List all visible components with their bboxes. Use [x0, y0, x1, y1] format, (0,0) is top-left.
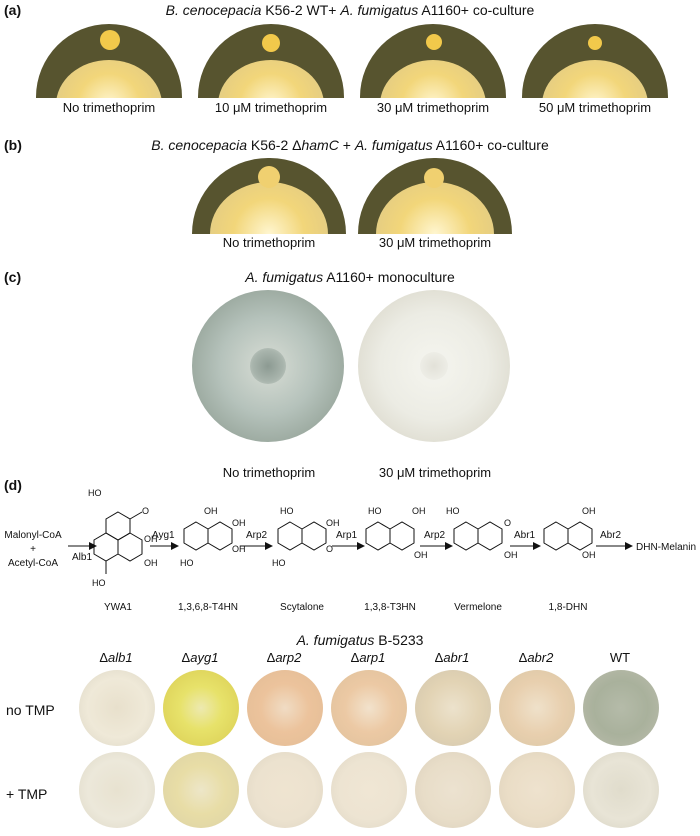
enzyme-ayg1: Ayg1 [152, 530, 175, 541]
compound-t3hn: 1,3,8-T3HN [364, 602, 416, 613]
structure-scytalone [277, 521, 327, 551]
plate-arp2-tmp [247, 752, 323, 828]
enzyme-arp2-b: Arp2 [424, 530, 446, 541]
coculture-plate-a4 [522, 24, 668, 98]
coculture-plate-b2 [358, 158, 512, 234]
genotype-ayg1: Δayg1 [181, 650, 219, 665]
plate-wt-no-tmp [583, 670, 659, 746]
plate-abr2-tmp [499, 752, 575, 828]
plate-arp2-no-tmp [247, 670, 323, 746]
plate-alb1-no-tmp [79, 670, 155, 746]
enzyme-abr1: Abr1 [514, 530, 536, 541]
caption-a1: No trimethoprim [62, 100, 156, 115]
genotype-arp2: Δarp2 [266, 650, 302, 665]
atom-label: OH [204, 506, 218, 516]
compound-scytalone: Scytalone [280, 602, 324, 613]
panel-d-strain-title: A. fumigatus B-5233 [296, 632, 424, 648]
plate-alb1-tmp [79, 752, 155, 828]
atom-label: HO [368, 506, 382, 516]
structure-ywa1 [93, 511, 143, 574]
atom-label: OH [582, 550, 596, 560]
structure-vermelone [453, 521, 503, 551]
atom-label: OH [232, 544, 246, 554]
substrates: Malonyl-CoA + Acetyl-CoA [4, 530, 62, 569]
monoculture-plate-c2 [358, 290, 510, 442]
atom-label: HO [446, 506, 460, 516]
atom-label: HO [280, 506, 294, 516]
atom-label: O [504, 518, 511, 528]
atom-label: HO [88, 488, 102, 498]
enzyme-arp2: Arp2 [246, 530, 268, 541]
caption-a3: 30 μM trimethoprim [376, 100, 490, 115]
atom-label: OH [144, 558, 158, 568]
caption-b2: 30 μM trimethoprim [378, 235, 492, 250]
atom-label: OH [504, 550, 518, 560]
atom-label: HO [92, 578, 106, 588]
enzyme-abr2: Abr2 [600, 530, 622, 541]
structure-t4hn [183, 521, 233, 551]
structure-dhn [543, 521, 593, 551]
enzyme-arp1: Arp1 [336, 530, 358, 541]
plate-wt-tmp [583, 752, 659, 828]
plate-ayg1-tmp [163, 752, 239, 828]
genotype-arp1: Δarp1 [350, 650, 386, 665]
plate-abr2-no-tmp [499, 670, 575, 746]
compound-dhn: 1,8-DHN [549, 602, 588, 613]
product-dhn-melanin: DHN-Melanin [636, 542, 696, 553]
row-label-tmp: + TMP [6, 786, 48, 802]
caption-a2: 10 μM trimethoprim [214, 100, 328, 115]
panel-a-title: B. cenocepacia K56-2 WT+ A. fumigatus A1… [165, 2, 535, 18]
atom-label: OH [582, 506, 596, 516]
caption-b1: No trimethoprim [222, 235, 316, 250]
coculture-plate-a1 [36, 24, 182, 98]
atom-label: OH [144, 534, 158, 544]
caption-c1: No trimethoprim [222, 465, 316, 480]
structure-t3hn [365, 521, 415, 551]
genotype-alb1: Δalb1 [99, 650, 133, 665]
row-label-no-tmp: no TMP [6, 702, 55, 718]
atom-label: HO [272, 558, 286, 568]
atom-label: O [142, 506, 149, 516]
genotype-abr1: Δabr1 [434, 650, 470, 665]
dhn-melanin-pathway: HO O OH OH HO OH OH OH HO HO OH O HO HO … [68, 488, 696, 613]
atom-label: OH [412, 506, 426, 516]
panel-b-label: (b) [4, 137, 22, 153]
panel-d-label: (d) [4, 477, 22, 493]
enzyme-alb1: Alb1 [72, 552, 92, 563]
compound-t4hn: 1,3,6,8-T4HN [178, 602, 238, 613]
plate-ayg1-no-tmp [163, 670, 239, 746]
plate-abr1-tmp [415, 752, 491, 828]
atom-label: OH [326, 518, 340, 528]
caption-a4: 50 μM trimethoprim [538, 100, 652, 115]
panel-c-label: (c) [4, 269, 22, 285]
plate-arp1-tmp [331, 752, 407, 828]
panel-a-label: (a) [4, 2, 22, 18]
genotype-wt: WT [609, 650, 631, 665]
panel-b-title: B. cenocepacia K56-2 ΔhamC + A. fumigatu… [151, 137, 549, 153]
coculture-plate-a3 [360, 24, 506, 98]
compound-ywa1: YWA1 [104, 602, 132, 613]
atom-label: OH [414, 550, 428, 560]
plate-abr1-no-tmp [415, 670, 491, 746]
caption-c2: 30 μM trimethoprim [378, 465, 492, 480]
atom-label: HO [180, 558, 194, 568]
plate-arp1-no-tmp [331, 670, 407, 746]
atom-label: O [326, 544, 333, 554]
compound-vermelone: Vermelone [454, 602, 502, 613]
coculture-plate-a2 [198, 24, 344, 98]
genotype-abr2: Δabr2 [518, 650, 554, 665]
atom-label: OH [232, 518, 246, 528]
panel-c-title: A. fumigatus A1160+ monoculture [245, 269, 455, 285]
monoculture-plate-c1 [192, 290, 344, 442]
coculture-plate-b1 [192, 158, 346, 234]
